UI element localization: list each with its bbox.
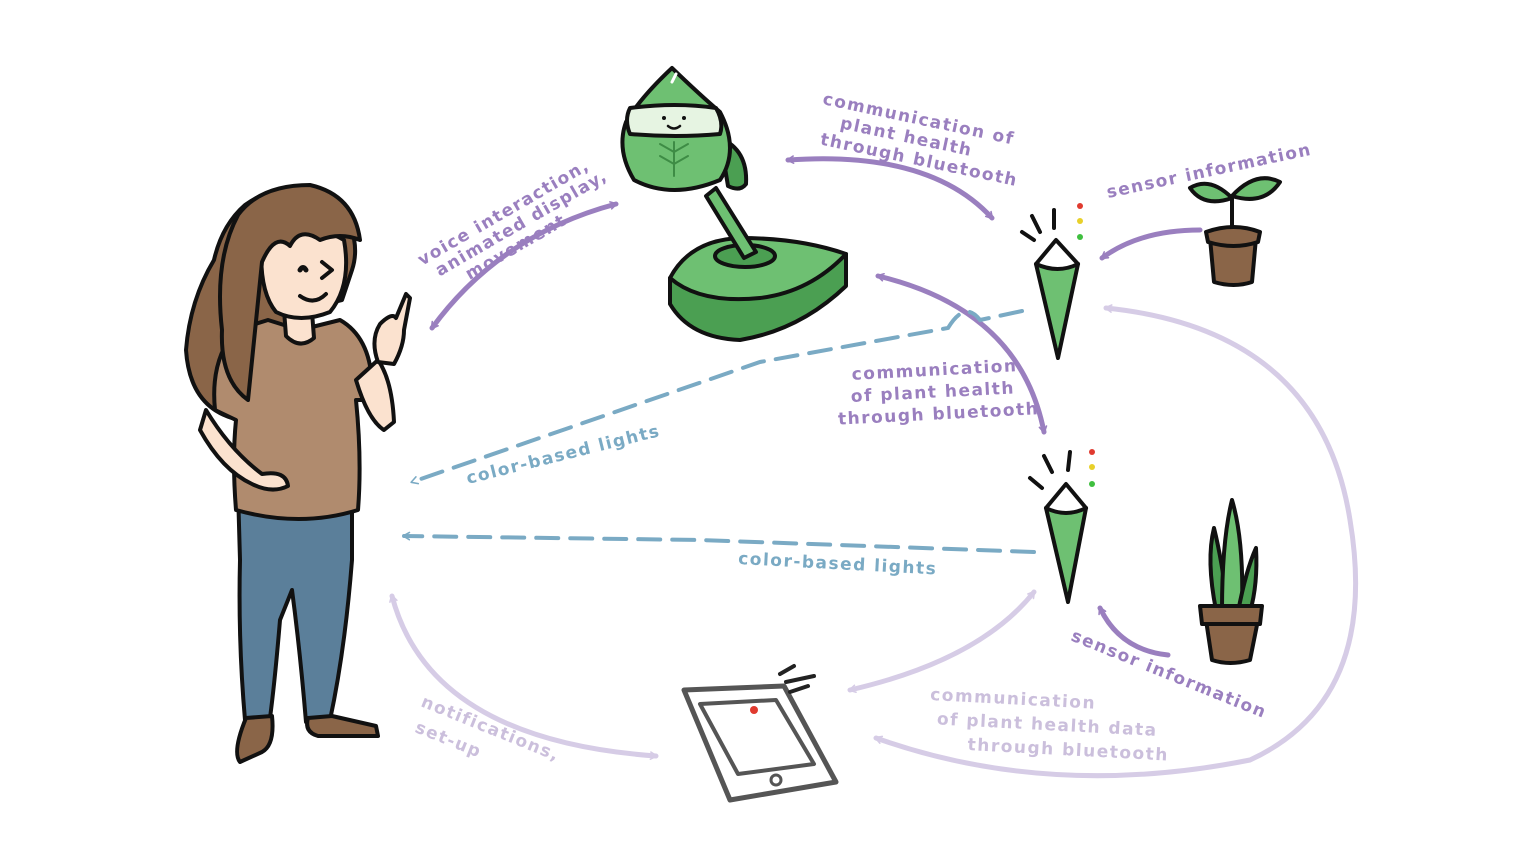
potted-snake-plant-icon <box>1198 498 1264 665</box>
label-voice: voice interaction, animated display, mov… <box>415 156 612 285</box>
arrow-comm-bottom-2 <box>873 304 1359 779</box>
label-notifications: notifications, set-up <box>412 692 563 766</box>
arrow-comm-bottom-1 <box>847 589 1037 694</box>
label-comm-mid: communication of plant health through bl… <box>838 356 1040 429</box>
arrow-lights-2 <box>402 531 1036 554</box>
person-icon <box>184 183 412 764</box>
arrow-sensor-top <box>1099 227 1203 261</box>
potted-seedling-icon <box>1188 176 1282 287</box>
arrow-notifications <box>389 593 659 760</box>
arrow-comm-top <box>785 155 995 221</box>
label-comm-top: communication of plant health through bl… <box>819 89 1020 191</box>
arrows <box>389 155 1359 779</box>
soil-sensor-icon <box>1020 203 1083 360</box>
soil-sensor-icon <box>1028 449 1095 604</box>
tablet-icon <box>681 664 839 803</box>
label-comm-bottom: communication of plant health data throu… <box>930 685 1170 766</box>
plant-lamp-device-icon <box>620 66 848 342</box>
label-voice-line-2: animated display, <box>432 166 611 281</box>
arrow-voice <box>429 201 619 331</box>
label-lights-2: color-based lights <box>738 549 938 579</box>
